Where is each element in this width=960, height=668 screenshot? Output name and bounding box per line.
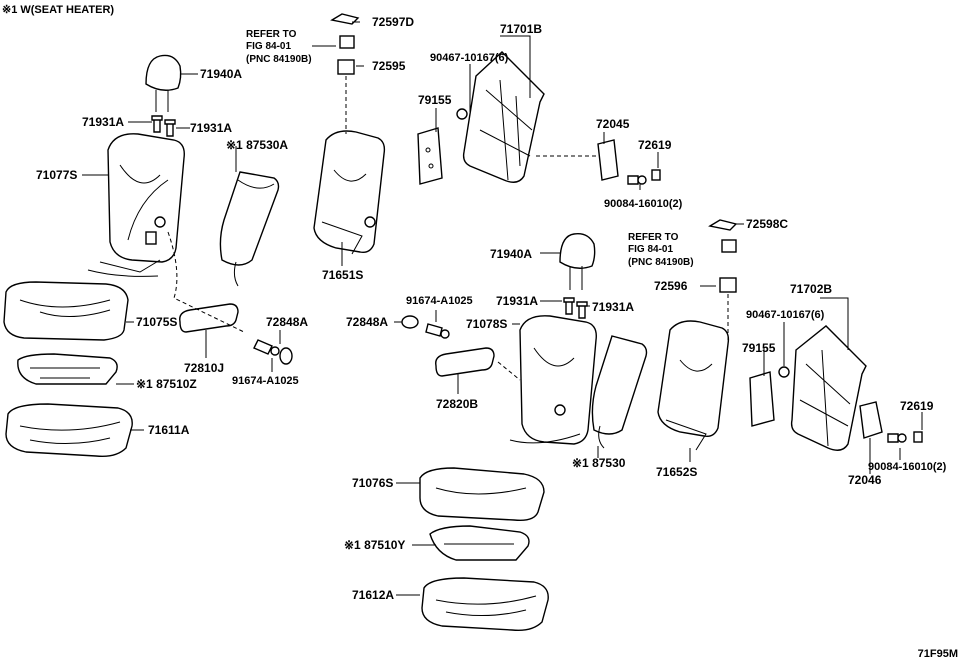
cap-72848A-left (279, 347, 293, 365)
bolt-90084-right (887, 433, 907, 443)
cap-72619-right (913, 431, 923, 443)
seatback-pad-right (657, 320, 730, 451)
seatback-cover-right (509, 315, 597, 445)
ref2-line1: REFER TO (628, 232, 679, 243)
label-71702B: 71702B (790, 282, 832, 296)
headrest-left (145, 54, 182, 112)
label-71078S: 71078S (466, 317, 507, 331)
ref2-line2: FIG 84-01 (628, 244, 673, 255)
label-71075S: 71075S (136, 315, 177, 329)
dash-armrest-right (497, 361, 521, 381)
label-87530: ※1 87530 (572, 456, 626, 470)
label-79155-a: 79155 (418, 93, 452, 107)
armrest-left (179, 303, 239, 333)
diagram-code: 71F95M (918, 648, 958, 660)
label-72595: 72595 (372, 59, 406, 73)
label-72820B: 72820B (436, 397, 478, 411)
label-72619-b: 72619 (900, 399, 934, 413)
label-90467-b: 90467-10167(6) (746, 309, 825, 321)
headrest-guide-left-b (164, 119, 176, 137)
clip-72597D (330, 13, 360, 25)
label-72848A-a: 72848A (266, 315, 308, 329)
ref1-line3: (PNC 84190B) (246, 54, 312, 65)
headrest-right (559, 233, 596, 290)
lock-72596 (719, 239, 737, 293)
label-71612A: 71612A (352, 588, 394, 602)
label-72848A-b: 72848A (346, 315, 388, 329)
bolt-90084-left (627, 175, 647, 185)
label-71611A: 71611A (148, 423, 190, 437)
label-71940A-a: 71940A (200, 67, 242, 81)
dash-armrest-left (167, 231, 245, 333)
seatback-cover-left (87, 133, 185, 277)
ref1-line2: FIG 84-01 (246, 41, 291, 52)
bolt-91674-left (253, 339, 280, 356)
seat-heater-back-left (219, 171, 280, 287)
label-72810J: 72810J (184, 361, 224, 375)
label-90084-b: 90084-16010(2) (868, 461, 947, 473)
label-71076S: 71076S (352, 476, 393, 490)
label-72596: 72596 (654, 279, 688, 293)
label-71651S: 71651S (322, 268, 363, 282)
label-71701B: 71701B (500, 22, 542, 36)
seat-heater-back-right (591, 335, 648, 449)
clip-90467-left (456, 108, 468, 120)
label-71940A-b: 71940A (490, 247, 532, 261)
headrest-guide-right-b (576, 301, 588, 319)
cushion-pad-left (5, 403, 133, 458)
bracket-79155-right (749, 371, 775, 427)
seat-heater-cushion-right (429, 525, 530, 561)
label-90084-a: 90084-16010(2) (604, 198, 683, 210)
label-87530A: ※1 87530A (226, 138, 288, 152)
seatback-board-right (790, 325, 867, 451)
seatback-board-left (462, 51, 545, 183)
label-91674-b: 91674-A1025 (406, 295, 473, 307)
cap-72619-left (651, 169, 661, 181)
cushion-cover-left (3, 281, 129, 341)
label-71077S: 71077S (36, 168, 77, 182)
ref1-line1: REFER TO (246, 29, 297, 40)
headrest-guide-right-a (563, 297, 575, 315)
headrest-guide-left-a (151, 115, 163, 133)
cushion-pad-right (421, 577, 549, 632)
label-87510Y: ※1 87510Y (344, 538, 405, 552)
label-71931A-b1: 71931A (496, 294, 538, 308)
clip-72598C (708, 219, 738, 231)
label-71931A-b2: 71931A (592, 300, 634, 314)
label-71652S: 71652S (656, 465, 697, 479)
ref2-line3: (PNC 84190B) (628, 257, 694, 268)
label-71931A-a1: 71931A (82, 115, 124, 129)
cushion-cover-right (419, 467, 545, 522)
label-87510Z: ※1 87510Z (136, 377, 197, 391)
part-labels: 72597D REFER TO FIG 84-01 (PNC 84190B) 7… (36, 15, 947, 602)
header-note: ※1 W(SEAT HEATER) (2, 4, 114, 16)
label-91674-a: 91674-A1025 (232, 375, 299, 387)
cap-72848A-right (401, 315, 419, 329)
hinge-72045 (597, 139, 619, 181)
hinge-72046 (859, 401, 883, 439)
label-72597D: 72597D (372, 15, 414, 29)
clip-90467-right (778, 366, 790, 378)
label-72598C: 72598C (746, 217, 788, 231)
lock-72595 (337, 35, 355, 75)
label-79155-b: 79155 (742, 341, 776, 355)
label-72619-a: 72619 (638, 138, 672, 152)
label-72046: 72046 (848, 473, 882, 487)
bolt-91674-right (425, 323, 450, 339)
leader-lines (82, 21, 923, 596)
label-72045: 72045 (596, 117, 630, 131)
label-71931A-a2: 71931A (190, 121, 232, 135)
bracket-79155-left (417, 127, 443, 185)
seat-heater-cushion-left (17, 353, 118, 385)
seatback-pad-left (313, 130, 386, 255)
label-90467-a: 90467-10167(6) (430, 52, 509, 64)
armrest-right (435, 347, 495, 377)
